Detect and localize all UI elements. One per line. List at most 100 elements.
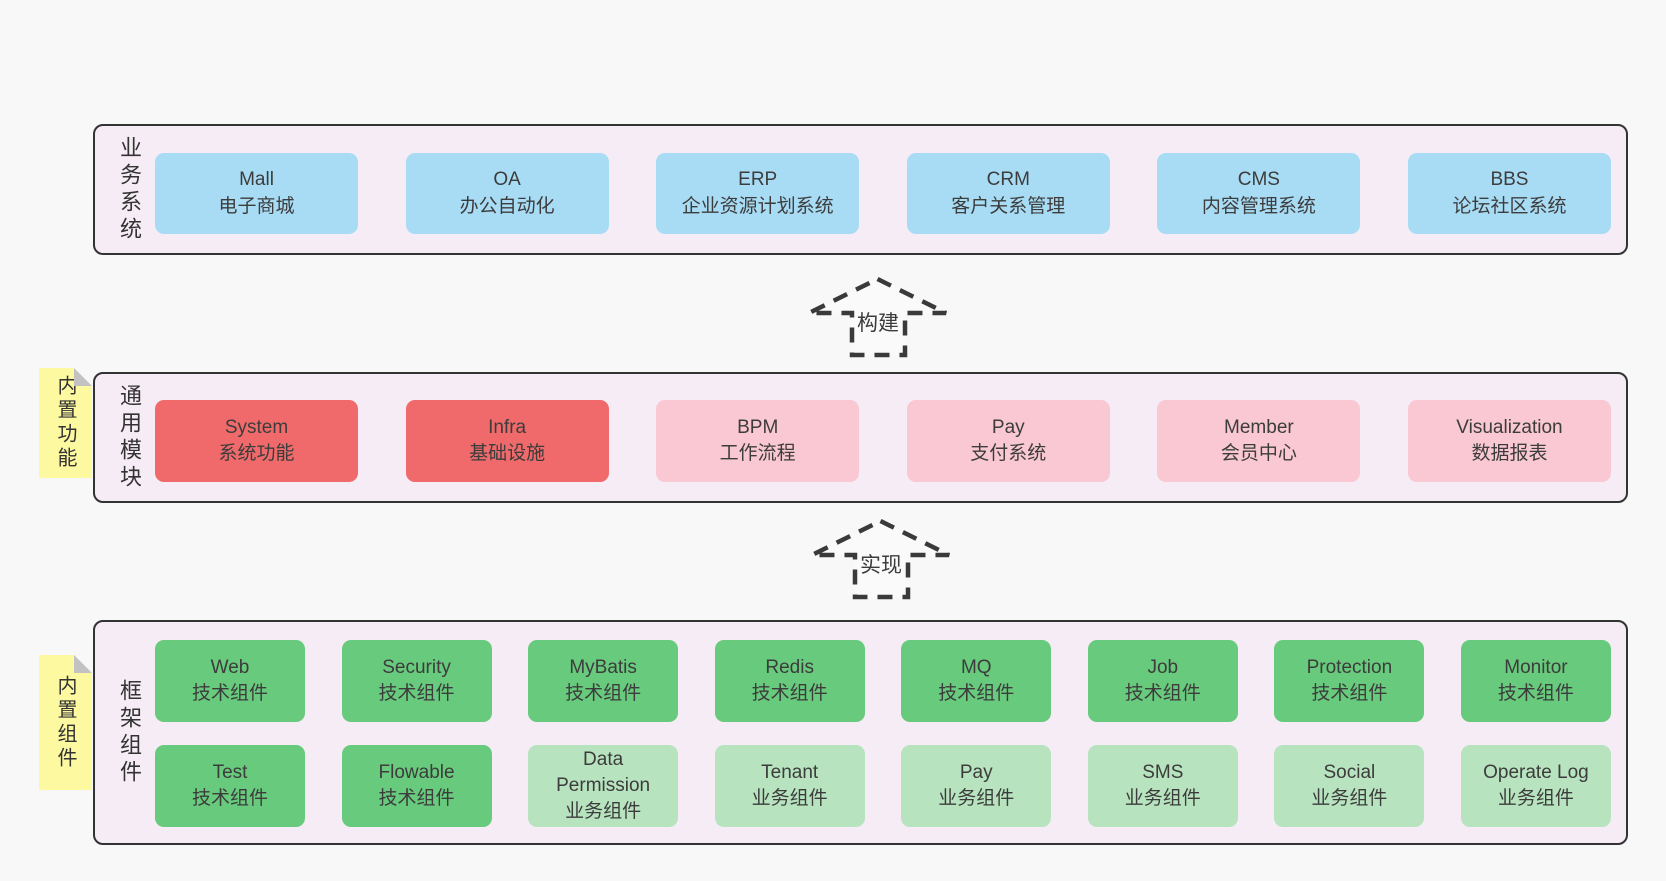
box-visualization: Visualization 数据报表	[1407, 400, 1611, 482]
sticky-builtin-features-label: 内置功能	[54, 375, 76, 471]
box-infra: Infra 基础设施	[405, 400, 609, 482]
components-row-1: Web 技术组件 Security 技术组件 MyBatis 技术组件 Redi…	[155, 640, 1611, 722]
box-title: Protection	[1306, 656, 1393, 678]
box-title: Operate Log	[1483, 761, 1589, 783]
box-subtitle: 技术组件	[1497, 683, 1574, 704]
box-redis: Redis 技术组件	[714, 640, 865, 722]
box-bpm: BPM 工作流程	[656, 400, 860, 482]
box-title: Mall	[239, 169, 274, 191]
box-mq: MQ 技术组件	[901, 640, 1052, 722]
box-subtitle: 技术组件	[751, 683, 828, 704]
box-test: Test 技术组件	[155, 745, 305, 827]
box-title: MyBatis	[569, 656, 637, 678]
build-arrow: 构建	[807, 276, 948, 358]
box-title: Tenant	[761, 761, 819, 783]
box-system: System 系统功能	[155, 400, 358, 482]
box-subtitle: 技术组件	[191, 788, 268, 809]
box-security: Security 技术组件	[341, 640, 492, 722]
box-subtitle: 业务组件	[1124, 788, 1201, 809]
box-subtitle: 企业资源计划系统	[681, 195, 834, 217]
sticky-fold-icon	[74, 368, 92, 386]
sticky-builtin-features: 内置功能	[39, 368, 92, 478]
box-title: Redis	[765, 656, 814, 678]
box-title: MQ	[960, 656, 992, 678]
box-subtitle: 办公自动化	[459, 195, 555, 217]
implement-arrow-label: 实现	[860, 554, 902, 577]
band-framework-components: 框架组件 Web 技术组件 Security 技术组件 MyBatis 技术组件…	[93, 620, 1628, 845]
box-title: BBS	[1490, 169, 1529, 191]
box-pay-module: Pay 支付系统	[906, 400, 1110, 482]
box-subtitle: 技术组件	[565, 683, 642, 704]
box-title: System	[224, 416, 289, 438]
box-subtitle: 技术组件	[378, 788, 455, 809]
box-flowable: Flowable 技术组件	[341, 745, 492, 827]
box-title: Flowable	[378, 761, 455, 783]
box-title: Data Permission	[556, 748, 651, 796]
box-subtitle: 技术组件	[938, 683, 1015, 704]
box-tenant: Tenant 业务组件	[714, 745, 865, 827]
arrow-label-mask	[859, 551, 903, 577]
box-subtitle: 工作流程	[719, 443, 796, 464]
band-common-modules: 通用模块 System 系统功能 Infra 基础设施 BPM 工作流程 Pay…	[93, 372, 1628, 503]
box-subtitle: 业务组件	[565, 801, 642, 823]
box-subtitle: 业务组件	[1497, 788, 1574, 809]
box-title: Member	[1224, 416, 1294, 438]
box-subtitle: 基础设施	[469, 443, 546, 464]
box-title: CRM	[986, 169, 1030, 191]
box-oa: OA 办公自动化	[405, 153, 609, 234]
box-sms: SMS 业务组件	[1087, 745, 1238, 827]
box-title: Web	[210, 656, 250, 678]
box-subtitle: 论坛社区系统	[1452, 195, 1567, 217]
box-social: Social 业务组件	[1274, 745, 1425, 827]
arrow-label-mask	[856, 309, 900, 335]
sticky-builtin-components: 内置组件	[39, 655, 92, 790]
sticky-fold-icon	[74, 655, 92, 673]
box-subtitle: 技术组件	[191, 683, 268, 704]
box-mall: Mall 电子商城	[155, 153, 358, 234]
box-erp: ERP 企业资源计划系统	[656, 153, 860, 234]
box-job: Job 技术组件	[1087, 640, 1238, 722]
band-modules-label: 通用模块	[117, 383, 142, 492]
components-row-2: Test 技术组件 Flowable 技术组件 Data Permission …	[155, 745, 1611, 827]
box-subtitle: 技术组件	[378, 683, 455, 704]
box-title: OA	[493, 169, 521, 191]
box-title: ERP	[738, 169, 778, 191]
business-boxes-row: Mall 电子商城 OA 办公自动化 ERP 企业资源计划系统 CRM 客户关系…	[155, 153, 1611, 234]
box-title: Monitor	[1504, 656, 1568, 678]
box-operate-log: Operate Log 业务组件	[1460, 745, 1611, 827]
box-title: BPM	[737, 416, 779, 438]
sticky-builtin-components-label: 内置组件	[54, 674, 76, 771]
box-title: Visualization	[1456, 416, 1563, 438]
implement-arrow: 实现	[810, 518, 951, 600]
band-business-systems: 业务系统 Mall 电子商城 OA 办公自动化 ERP 企业资源计划系统 CRM…	[93, 124, 1628, 255]
modules-boxes-row: System 系统功能 Infra 基础设施 BPM 工作流程 Pay 支付系统…	[155, 400, 1611, 482]
box-title: Job	[1147, 656, 1179, 678]
box-title: SMS	[1142, 761, 1184, 783]
box-subtitle: 会员中心	[1220, 443, 1297, 464]
box-monitor: Monitor 技术组件	[1460, 640, 1611, 722]
box-title: Pay	[959, 761, 993, 783]
box-subtitle: 业务组件	[751, 788, 828, 809]
box-bbs: BBS 论坛社区系统	[1407, 153, 1611, 234]
box-member: Member 会员中心	[1157, 400, 1361, 482]
box-subtitle: 业务组件	[938, 788, 1015, 809]
box-subtitle: 客户关系管理	[951, 195, 1066, 217]
box-subtitle: 业务组件	[1311, 788, 1388, 809]
box-mybatis: MyBatis 技术组件	[528, 640, 679, 722]
box-subtitle: 系统功能	[218, 443, 295, 464]
band-components-label: 框架组件	[117, 678, 142, 787]
box-title: Infra	[488, 416, 527, 438]
box-pay-component: Pay 业务组件	[901, 745, 1052, 827]
box-data-permission: Data Permission 业务组件	[528, 745, 679, 827]
box-cms: CMS 内容管理系统	[1157, 153, 1361, 234]
band-business-label: 业务系统	[117, 135, 142, 244]
box-subtitle: 技术组件	[1124, 683, 1201, 704]
box-web: Web 技术组件	[155, 640, 305, 722]
box-subtitle: 电子商城	[218, 195, 295, 217]
box-crm: CRM 客户关系管理	[906, 153, 1110, 234]
box-title: Social	[1323, 761, 1376, 783]
box-subtitle: 技术组件	[1311, 683, 1388, 704]
box-subtitle: 内容管理系统	[1201, 195, 1316, 217]
box-subtitle: 数据报表	[1471, 443, 1548, 464]
